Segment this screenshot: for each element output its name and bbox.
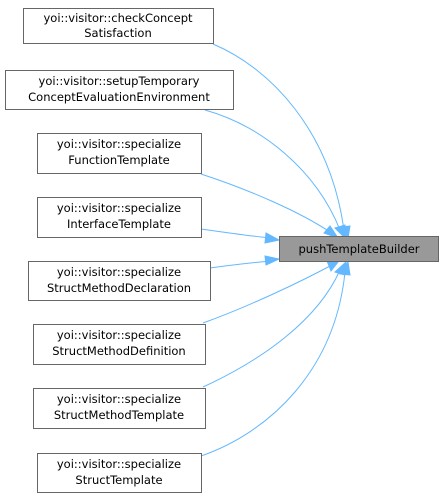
edge-check-concept-satisfaction — [212, 43, 345, 231]
node-label-line1: yoi::visitor::specialize — [57, 137, 181, 151]
edge-specialize-struct-method-template — [202, 269, 341, 388]
arrowhead-icon — [326, 260, 339, 272]
node-label-line2: InterfaceTemplate — [67, 217, 171, 231]
edges — [200, 43, 351, 457]
node-label-line2: StructMethodTemplate — [54, 408, 184, 422]
edge-specialize-struct-method-declaration — [209, 260, 271, 269]
node-setup-temporary-concept-env[interactable]: yoi::visitor::setupTemporary ConceptEval… — [5, 70, 234, 110]
node-label-line2: FunctionTemplate — [68, 153, 169, 167]
arrowhead-icon — [323, 225, 340, 239]
arrowhead-icon — [339, 260, 351, 276]
node-specialize-function-template[interactable]: yoi::visitor::specialize FunctionTemplat… — [37, 133, 202, 174]
node-label-line2: ConceptEvaluationEnvironment — [28, 90, 210, 104]
target-node[interactable]: pushTemplateBuilder — [279, 236, 439, 262]
node-label-line1: yoi::visitor::specialize — [57, 265, 181, 279]
node-specialize-struct-method-template[interactable]: yoi::visitor::specialize StructMethodTem… — [33, 388, 206, 429]
edge-specialize-struct-method-definition — [202, 265, 331, 324]
edge-specialize-function-template — [200, 173, 331, 233]
node-label-line1: yoi::visitor::specialize — [57, 201, 181, 215]
node-specialize-struct-method-definition[interactable]: yoi::visitor::specialize StructMethodDef… — [33, 324, 206, 365]
node-specialize-interface-template[interactable]: yoi::visitor::specialize InterfaceTempla… — [37, 197, 202, 238]
node-label-line1: yoi::visitor::specialize — [57, 392, 181, 406]
node-check-concept-satisfaction[interactable]: yoi::visitor::checkConcept Satisfaction — [23, 8, 214, 44]
arrowhead-icon — [264, 232, 281, 244]
node-label-line2: StructTemplate — [75, 473, 162, 487]
edge-specialize-struct-template — [200, 271, 346, 457]
edge-specialize-interface-template — [200, 228, 271, 239]
node-label-line1: yoi::visitor::specialize — [57, 457, 181, 471]
node-label-line1: yoi::visitor::setupTemporary — [39, 74, 200, 88]
node-label-line2: Satisfaction — [84, 26, 152, 40]
caller-nodes: yoi::visitor::checkConcept Satisfaction … — [5, 8, 234, 493]
node-label-line1: yoi::visitor::checkConcept — [43, 11, 193, 25]
edge-setup-temporary-concept-env — [204, 109, 341, 231]
arrowhead-icon — [264, 255, 281, 266]
target-node-label: pushTemplateBuilder — [298, 242, 419, 256]
node-label-line1: yoi::visitor::specialize — [57, 328, 181, 342]
node-label-line2: StructMethodDefinition — [52, 344, 185, 358]
arrowhead-icon — [334, 224, 346, 240]
node-specialize-struct-method-declaration[interactable]: yoi::visitor::specialize StructMethodDec… — [28, 261, 211, 301]
node-specialize-struct-template[interactable]: yoi::visitor::specialize StructTemplate — [37, 453, 202, 493]
node-label-line2: StructMethodDeclaration — [47, 281, 191, 295]
